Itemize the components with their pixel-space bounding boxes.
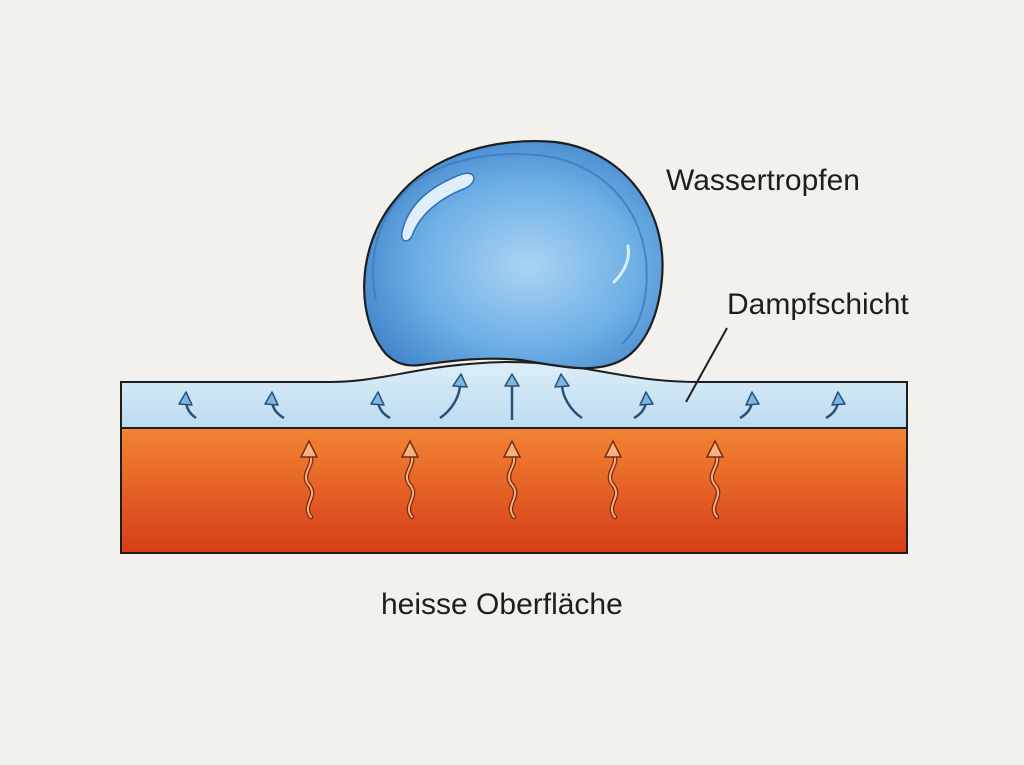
curved-arrow-icon <box>439 373 468 420</box>
hot-surface-label: heisse Oberfläche <box>381 588 623 621</box>
curved-arrow-icon <box>825 391 846 420</box>
vapor-arrows <box>178 373 846 420</box>
wavy-up-arrow-icon <box>502 439 522 520</box>
water-droplet <box>363 140 664 370</box>
curved-arrow-icon <box>504 373 520 420</box>
droplet-highlight <box>400 172 475 242</box>
heat-arrows <box>299 439 725 520</box>
curved-arrow-icon <box>554 373 583 420</box>
vapor-leader-line <box>685 327 728 403</box>
curved-arrow-icon <box>178 391 197 420</box>
wavy-up-arrow-icon <box>299 439 319 520</box>
vapor-layer-label: Dampfschicht <box>727 288 909 321</box>
curved-arrow-icon <box>370 391 391 420</box>
wavy-up-arrow-icon <box>603 439 623 520</box>
curved-arrow-icon <box>633 391 654 420</box>
curved-arrow-icon <box>264 391 285 420</box>
droplet-label: Wassertropfen <box>666 164 860 197</box>
wavy-up-arrow-icon <box>705 439 725 520</box>
curved-arrow-icon <box>739 391 760 420</box>
vapor-layer <box>120 360 908 429</box>
wavy-up-arrow-icon <box>400 439 420 520</box>
